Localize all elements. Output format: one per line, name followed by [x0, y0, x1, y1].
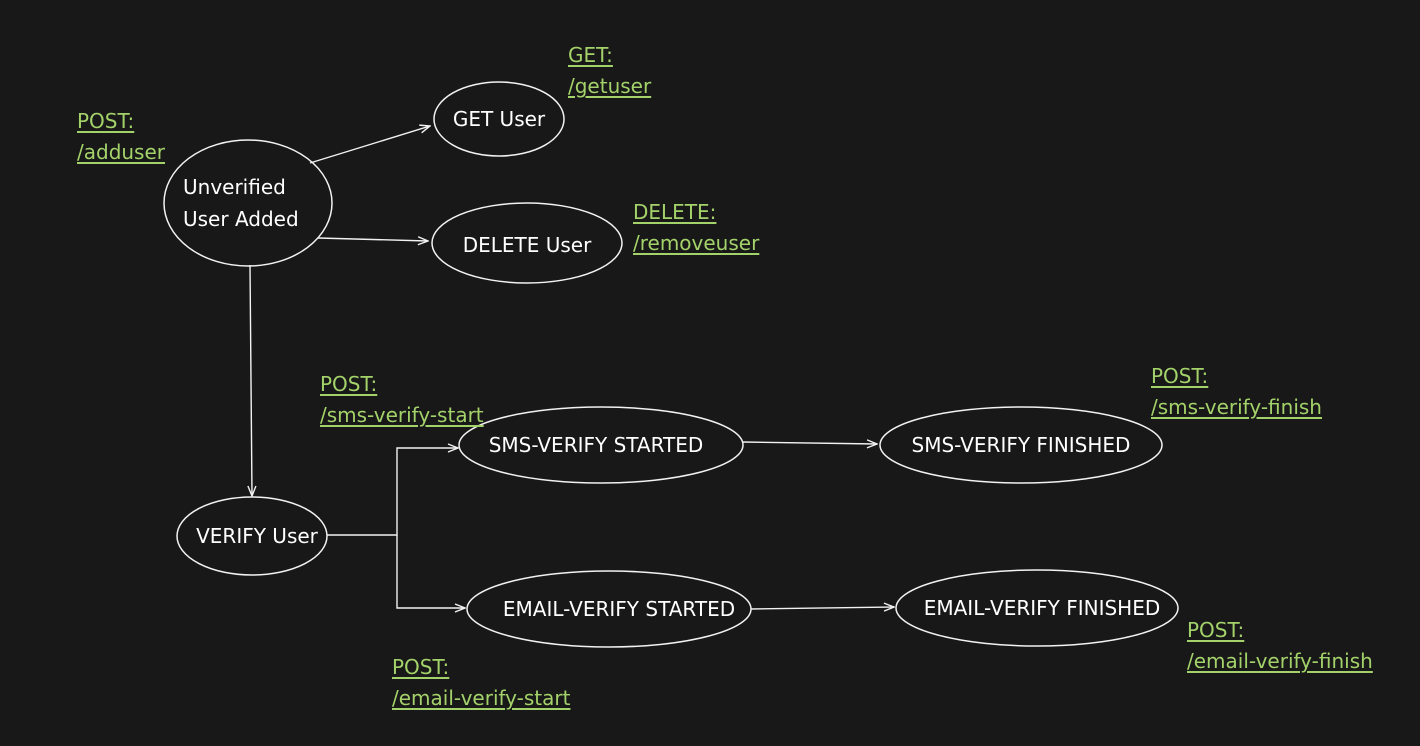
api-path: /getuser	[568, 74, 652, 98]
edge-email-started-to-email-finished	[750, 607, 894, 609]
node-label: SMS-VERIFY STARTED	[489, 433, 704, 457]
api-method: DELETE:	[633, 200, 717, 224]
node-label: DELETE User	[463, 233, 592, 257]
edge-unverified-to-get-user	[309, 126, 430, 164]
node-shape	[176, 496, 328, 576]
api-path: /sms-verify-finish	[1151, 395, 1322, 419]
node-shape	[163, 139, 333, 267]
node-shape	[458, 406, 744, 484]
edge-sms-started-to-sms-finished	[742, 442, 877, 444]
api-path: /adduser	[77, 140, 166, 164]
node-sms-verify-finished: SMS-VERIFY FINISHED	[879, 406, 1163, 484]
node-label: GET User	[453, 107, 546, 131]
api-method: POST:	[392, 655, 450, 679]
node-label-line2: User Added	[183, 207, 299, 231]
api-label-email-verify-finish: POST: /email-verify-finish	[1187, 615, 1373, 677]
edge-unverified-to-delete-user	[317, 238, 428, 241]
node-sms-verify-started: SMS-VERIFY STARTED	[458, 406, 744, 484]
api-path: /email-verify-start	[392, 686, 571, 710]
node-label: EMAIL-VERIFY STARTED	[503, 597, 735, 621]
node-label-line1: Unverified	[183, 175, 286, 199]
node-shape	[895, 569, 1179, 647]
node-shape	[433, 81, 565, 157]
node-shape	[431, 202, 623, 284]
api-method: GET:	[568, 43, 613, 67]
node-verify-user: VERIFY User	[176, 496, 328, 576]
api-label-adduser: POST: /adduser	[77, 106, 165, 168]
node-label: VERIFY User	[196, 524, 319, 548]
api-label-email-verify-start: POST: /email-verify-start	[392, 652, 570, 714]
node-label: SMS-VERIFY FINISHED	[912, 433, 1131, 457]
edge-unverified-to-verify-user	[250, 264, 252, 496]
node-delete-user: DELETE User	[431, 202, 623, 284]
node-email-verify-finished: EMAIL-VERIFY FINISHED	[895, 569, 1179, 647]
node-email-verify-started: EMAIL-VERIFY STARTED	[466, 570, 752, 648]
api-label-removeuser: DELETE: /removeuser	[633, 197, 759, 259]
api-method: POST:	[320, 372, 378, 396]
node-shape	[879, 406, 1163, 484]
api-path: /sms-verify-start	[320, 403, 484, 427]
api-label-getuser: GET: /getuser	[568, 40, 651, 102]
node-get-user: GET User	[433, 81, 565, 157]
node-label: EMAIL-VERIFY FINISHED	[924, 596, 1161, 620]
api-method: POST:	[1187, 618, 1245, 642]
node-unverified-user-added: Unverified User Added	[163, 139, 333, 267]
api-label-sms-verify-finish: POST: /sms-verify-finish	[1151, 361, 1322, 423]
edges	[250, 126, 894, 609]
api-path: /removeuser	[633, 231, 760, 255]
api-method: POST:	[77, 109, 135, 133]
edge-verify-user-to-email-started	[396, 535, 465, 608]
node-shape	[466, 570, 752, 648]
api-method: POST:	[1151, 364, 1209, 388]
edge-verify-user-to-sms-started	[327, 448, 458, 536]
api-label-sms-verify-start: POST: /sms-verify-start	[320, 369, 484, 431]
api-path: /email-verify-finish	[1187, 649, 1373, 673]
